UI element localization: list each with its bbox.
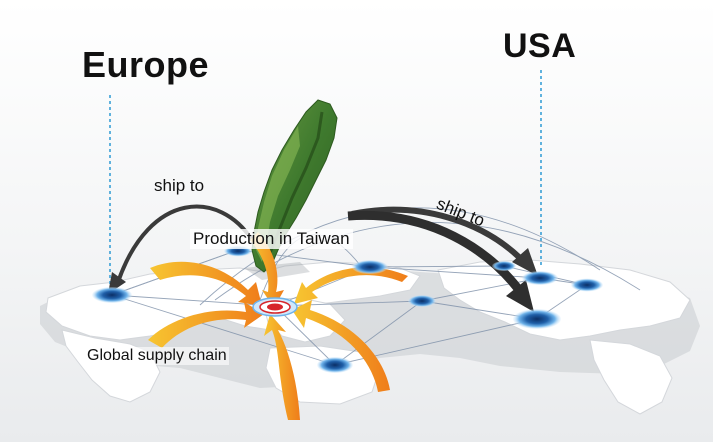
ship-arrow-europe: [116, 204, 254, 283]
node-australia: [317, 357, 353, 373]
taiwan-west-plain: [256, 126, 300, 262]
global-supply-chain-label: Global supply chain: [85, 347, 229, 365]
node-usa-east: [571, 278, 603, 292]
map-south-america: [589, 339, 673, 415]
network-nodes: [92, 245, 603, 373]
taiwan-island: [244, 99, 338, 280]
hub-core: [267, 303, 283, 311]
ship-arrow-usa-2: [347, 210, 526, 297]
ship-arrow-usa-2-head: [506, 280, 534, 312]
inbound-arrow-sw: [148, 302, 264, 348]
inbound-arrow-s: [264, 314, 300, 420]
node-asia-north: [352, 260, 388, 274]
ship-arrow-usa-1-head: [512, 248, 538, 276]
node-usa-south: [513, 309, 561, 329]
inbound-arrow-ne: [294, 267, 408, 304]
inbound-arrow-se: [292, 300, 390, 392]
node-usa-west: [492, 261, 516, 271]
ship-arrow-usa-1: [351, 206, 527, 265]
node-usa: [522, 271, 558, 285]
europe-label: Europe: [82, 44, 210, 85]
inbound-arrows: [148, 232, 408, 420]
inbound-arrow-nw: [150, 261, 262, 306]
ship-to-europe-label: ship to: [154, 176, 205, 195]
taiwan-hub: [252, 297, 298, 317]
production-label: Production in Taiwan: [190, 229, 353, 249]
node-pacific: [408, 295, 436, 307]
ship-arrows: [108, 204, 538, 312]
node-europe: [92, 287, 132, 303]
usa-label: USA: [503, 27, 577, 65]
inbound-arrow-n: [250, 232, 284, 308]
